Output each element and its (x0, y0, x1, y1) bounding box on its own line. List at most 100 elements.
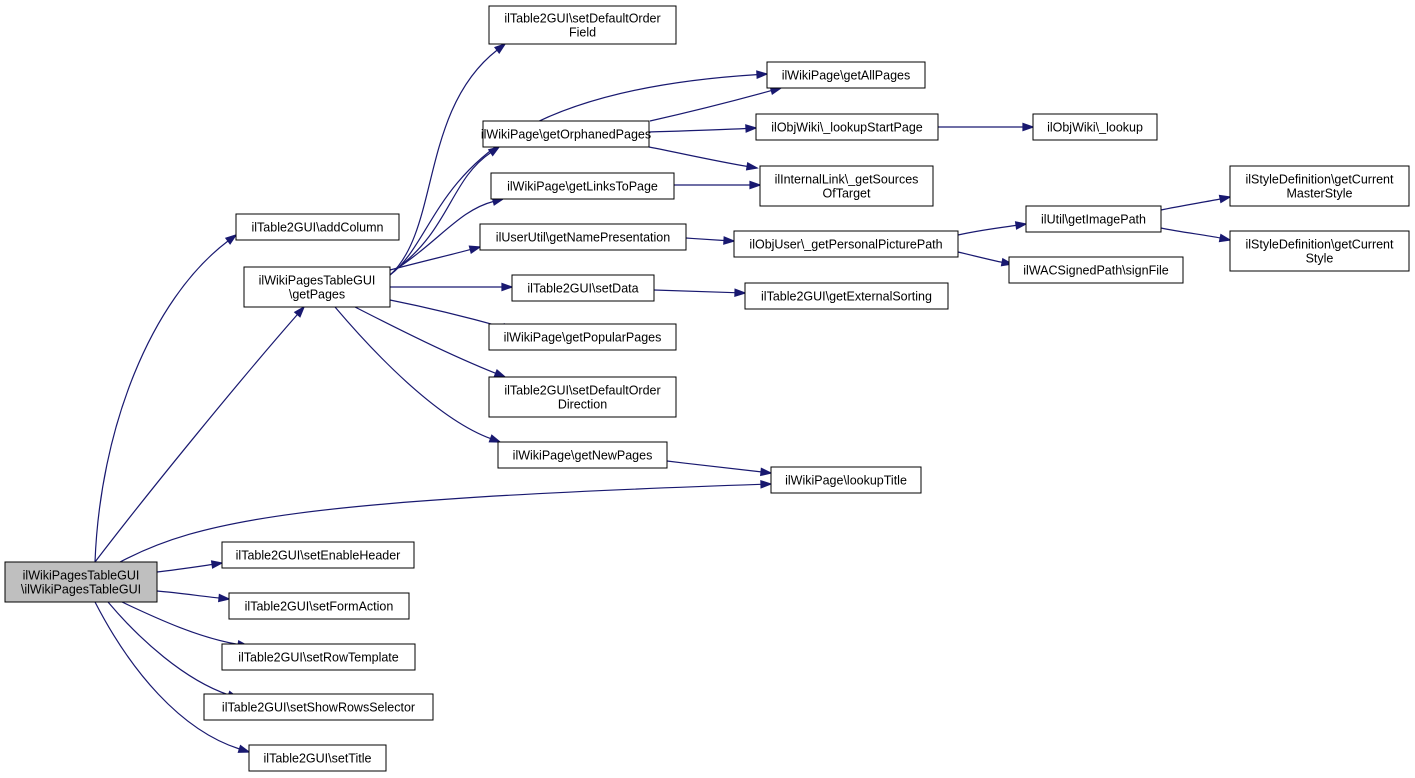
edge-setData-to-getExternalSorting (653, 288, 747, 298)
edges-layer (94, 42, 1232, 753)
node-getPages[interactable]: ilWikiPagesTableGUI\getPages (243, 266, 391, 308)
node-label: ilWikiPage\getNewPages (513, 449, 653, 463)
node-label: ilObjUser\_getPersonalPicturePath (749, 238, 942, 252)
edge-line (94, 240, 229, 563)
node-root[interactable]: ilWikiPagesTableGUI\ilWikiPagesTableGUI (4, 561, 158, 603)
edge-line (957, 251, 1003, 263)
node-label: ilTable2GUI\setFormAction (245, 600, 394, 614)
edge-line (666, 460, 762, 473)
edge-getOrphanedPages-to-getSourcesOfTarget (648, 146, 759, 171)
edge-getNewPages-to-lookupTitle (666, 460, 773, 477)
node-label: ilWACSignedPath\signFile (1023, 264, 1168, 278)
node-box (482, 120, 650, 148)
node-label: Direction (558, 398, 607, 412)
node-label: ilWikiPage\getLinksToPage (507, 180, 658, 194)
node-box (1008, 256, 1184, 284)
arrowhead-icon (493, 368, 507, 378)
node-objWikiLookup[interactable]: ilObjWiki\_lookup (1032, 113, 1158, 141)
node-getImagePath[interactable]: ilUtil\getImagePath (1025, 205, 1162, 233)
edge-line (389, 299, 504, 328)
node-getNamePresentation[interactable]: ilUserUtil\getNamePresentation (479, 223, 687, 251)
arrowhead-icon (749, 180, 762, 190)
edge-getImagePath-to-getCurrentStyle (1160, 227, 1232, 243)
node-getNewPages[interactable]: ilWikiPage\getNewPages (497, 441, 668, 469)
node-getLinksToPage[interactable]: ilWikiPage\getLinksToPage (490, 172, 675, 200)
edge-line (648, 146, 748, 167)
edge-line (389, 74, 758, 276)
node-getExternalSorting[interactable]: ilTable2GUI\getExternalSorting (744, 282, 949, 310)
edge-getOrphanedPages-to-lookupStartPage (648, 124, 758, 133)
node-label: Field (569, 26, 596, 40)
node-setShowRowsSelector[interactable]: ilTable2GUI\setShowRowsSelector (203, 693, 434, 721)
node-label: OfTarget (823, 187, 871, 201)
node-label: ilObjWiki\_lookupStartPage (771, 121, 923, 135)
node-getAllPages[interactable]: ilWikiPage\getAllPages (766, 61, 926, 89)
edge-line (119, 483, 762, 563)
node-addColumn[interactable]: ilTable2GUI\addColumn (235, 213, 400, 241)
arrowhead-icon (237, 744, 251, 753)
node-label: ilInternalLink\_getSources (775, 173, 919, 187)
node-label: ilTable2GUI\setDefaultOrder (504, 12, 660, 26)
edge-root-to-setFormAction (156, 590, 231, 603)
edge-getPages-to-getNamePresentation (389, 245, 482, 271)
edge-line (957, 224, 1017, 236)
arrowhead-icon (760, 467, 773, 477)
edge-line (94, 314, 298, 563)
node-setRowTemplate[interactable]: ilTable2GUI\setRowTemplate (221, 643, 416, 671)
node-setTitle[interactable]: ilTable2GUI\setTitle (248, 744, 387, 772)
node-getOrphanedPages[interactable]: ilWikiPage\getOrphanedPages (481, 120, 651, 148)
node-label: ilTable2GUI\getExternalSorting (761, 290, 932, 304)
node-setEnableHeader[interactable]: ilTable2GUI\setEnableHeader (221, 541, 415, 569)
edge-getPersonalPicturePath-to-signFile (957, 251, 1014, 267)
edge-line (94, 601, 240, 750)
edge-line (649, 90, 772, 122)
node-getPersonalPicturePath[interactable]: ilObjUser\_getPersonalPicturePath (733, 230, 959, 258)
arrowhead-icon (501, 282, 514, 292)
node-signFile[interactable]: ilWACSignedPath\signFile (1008, 256, 1184, 284)
node-box (4, 561, 158, 603)
node-box (759, 165, 934, 207)
edge-getPages-to-getOrphanedPages (394, 145, 501, 271)
arrowhead-icon (218, 593, 231, 603)
node-label: ilStyleDefinition\getCurrent (1246, 173, 1395, 187)
node-label: Style (1306, 252, 1334, 266)
node-box (1229, 165, 1410, 207)
node-box (203, 693, 434, 721)
edge-line (394, 200, 494, 271)
edge-getImagePath-to-getCurrentMasterStyle (1160, 194, 1232, 211)
node-box (511, 274, 655, 302)
node-lookupStartPage[interactable]: ilObjWiki\_lookupStartPage (755, 113, 939, 141)
node-label: ilWikiPage\getPopularPages (504, 331, 662, 345)
edge-line (685, 237, 725, 242)
edge-getPages-to-getAllPages (389, 70, 769, 276)
edge-root-to-lookupTitle (119, 479, 773, 563)
node-setData[interactable]: ilTable2GUI\setData (511, 274, 655, 302)
node-label: ilWikiPage\getOrphanedPages (481, 128, 651, 142)
edge-getPages-to-setDefaultOrderField (389, 42, 507, 276)
node-label: ilWikiPagesTableGUI (259, 274, 376, 288)
node-box (479, 223, 687, 251)
edge-line (354, 306, 496, 374)
node-getPopularPages[interactable]: ilWikiPage\getPopularPages (488, 323, 677, 351)
node-label: MasterStyle (1287, 187, 1353, 201)
edge-line (1160, 227, 1221, 239)
node-box (766, 61, 926, 89)
node-lookupTitle[interactable]: ilWikiPage\lookupTitle (770, 466, 922, 494)
node-box (497, 441, 668, 469)
edge-root-to-setTitle (94, 601, 251, 753)
edge-line (653, 289, 736, 294)
node-box (1025, 205, 1162, 233)
node-label: \getPages (289, 288, 345, 302)
edge-root-to-setEnableHeader (156, 560, 224, 573)
node-box (235, 213, 400, 241)
arrowhead-icon (293, 305, 306, 318)
arrowhead-icon (760, 479, 773, 489)
node-label: ilStyleDefinition\getCurrent (1246, 238, 1395, 252)
node-setFormAction[interactable]: ilTable2GUI\setFormAction (228, 592, 410, 620)
arrowhead-icon (1014, 221, 1028, 230)
